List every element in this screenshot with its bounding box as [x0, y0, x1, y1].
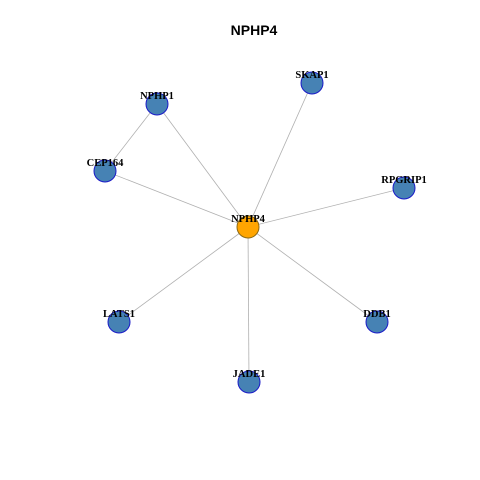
- node-jade1[interactable]: JADE1: [233, 369, 266, 394]
- node-nphp4[interactable]: NPHP4: [231, 214, 266, 239]
- edge-nphp1-cep164: [104, 103, 158, 172]
- node-label: RPGRIP1: [381, 175, 427, 186]
- node-circle[interactable]: [236, 215, 260, 239]
- node-lats1[interactable]: LATS1: [103, 309, 135, 334]
- node-circle[interactable]: [365, 310, 389, 334]
- node-label: JADE1: [233, 369, 266, 380]
- edge-nphp4-rpgrip1: [247, 187, 405, 228]
- edge-nphp4-skap1: [247, 82, 313, 228]
- edge-nphp4-lats1: [118, 226, 249, 323]
- edge-nphp4-cep164: [104, 170, 249, 228]
- node-ddb1[interactable]: DDB1: [363, 309, 391, 334]
- node-label: LATS1: [103, 309, 135, 320]
- node-label: NPHP1: [140, 91, 174, 102]
- node-circle[interactable]: [392, 176, 416, 200]
- node-label: DDB1: [363, 309, 390, 320]
- graph-title: NPHP4: [231, 22, 278, 38]
- edge-nphp4-jade1: [247, 226, 250, 383]
- node-circle[interactable]: [145, 92, 169, 116]
- node-label: SKAP1: [295, 70, 328, 81]
- node-skap1[interactable]: SKAP1: [295, 70, 329, 95]
- edge-nphp4-ddb1: [247, 226, 378, 323]
- node-circle[interactable]: [93, 159, 117, 183]
- node-circle[interactable]: [300, 71, 324, 95]
- node-rpgrip1[interactable]: RPGRIP1: [381, 175, 427, 200]
- node-cep164[interactable]: CEP164: [87, 158, 125, 183]
- node-label: NPHP4: [231, 214, 266, 225]
- edges-layer: [104, 82, 405, 383]
- edge-nphp4-nphp1: [156, 103, 249, 228]
- node-label: CEP164: [87, 158, 125, 169]
- node-nphp1[interactable]: NPHP1: [140, 91, 174, 116]
- node-circle[interactable]: [107, 310, 131, 334]
- node-circle[interactable]: [237, 370, 261, 394]
